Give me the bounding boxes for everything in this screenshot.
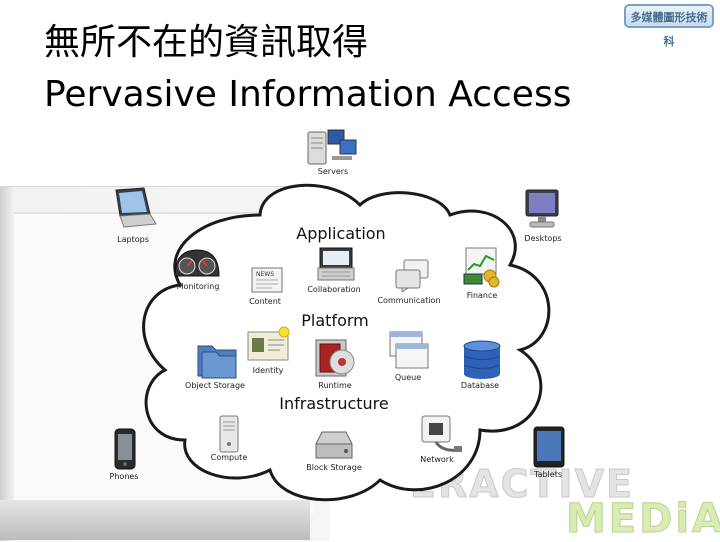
runtime-icon bbox=[315, 339, 355, 377]
queue-icon bbox=[389, 331, 429, 369]
network-icon bbox=[421, 415, 462, 452]
database-label: Database bbox=[460, 381, 500, 390]
desktops-label: Desktops bbox=[524, 234, 562, 243]
content-icon-text: NEWS bbox=[256, 271, 274, 278]
laptops-label: Laptops bbox=[117, 235, 149, 244]
finance-icon bbox=[463, 247, 500, 288]
department-logo: 多媒體圖形技術科 bbox=[624, 4, 714, 48]
collaboration-label: Collaboration bbox=[307, 285, 361, 294]
section-application: Application bbox=[296, 224, 386, 243]
monitoring-icon bbox=[174, 249, 220, 277]
section-platform: Platform bbox=[301, 311, 369, 330]
phone-icon bbox=[114, 428, 136, 470]
tablet-icon bbox=[533, 426, 565, 468]
finance-label: Finance bbox=[466, 291, 498, 300]
identity-label: Identity bbox=[252, 366, 284, 375]
monitoring-label: Monitoring bbox=[176, 282, 220, 291]
content-label: Content bbox=[249, 297, 281, 306]
desktop-icon bbox=[525, 189, 559, 228]
slide-title-chinese: 無所不在的資訊取得 bbox=[44, 22, 369, 63]
block-storage-label: Block Storage bbox=[306, 463, 362, 472]
communication-label: Communication bbox=[377, 296, 441, 305]
runtime-label: Runtime bbox=[318, 381, 352, 390]
object-storage-label: Object Storage bbox=[185, 381, 245, 390]
communication-icon bbox=[395, 259, 429, 292]
database-icon bbox=[463, 340, 501, 379]
compute-icon bbox=[219, 415, 239, 453]
section-infrastructure: Infrastructure bbox=[279, 394, 389, 413]
servers-icon bbox=[307, 129, 357, 165]
collaboration-icon bbox=[317, 247, 355, 281]
servers-label: Servers bbox=[317, 167, 349, 176]
tablets-label: Tablets bbox=[534, 470, 562, 479]
laptop-icon bbox=[115, 187, 157, 228]
watermark-media: MEDiA bbox=[566, 496, 720, 542]
object-storage-icon bbox=[197, 345, 237, 379]
phones-label: Phones bbox=[109, 472, 139, 481]
queue-label: Queue bbox=[394, 373, 422, 382]
network-label: Network bbox=[420, 455, 454, 464]
content-icon: NEWS bbox=[251, 267, 283, 293]
slide-title-english: Pervasive Information Access bbox=[44, 74, 572, 115]
background-panel-footer bbox=[0, 500, 310, 540]
compute-label: Compute bbox=[210, 453, 248, 462]
block-storage-icon bbox=[315, 431, 353, 459]
identity-icon bbox=[247, 326, 290, 361]
